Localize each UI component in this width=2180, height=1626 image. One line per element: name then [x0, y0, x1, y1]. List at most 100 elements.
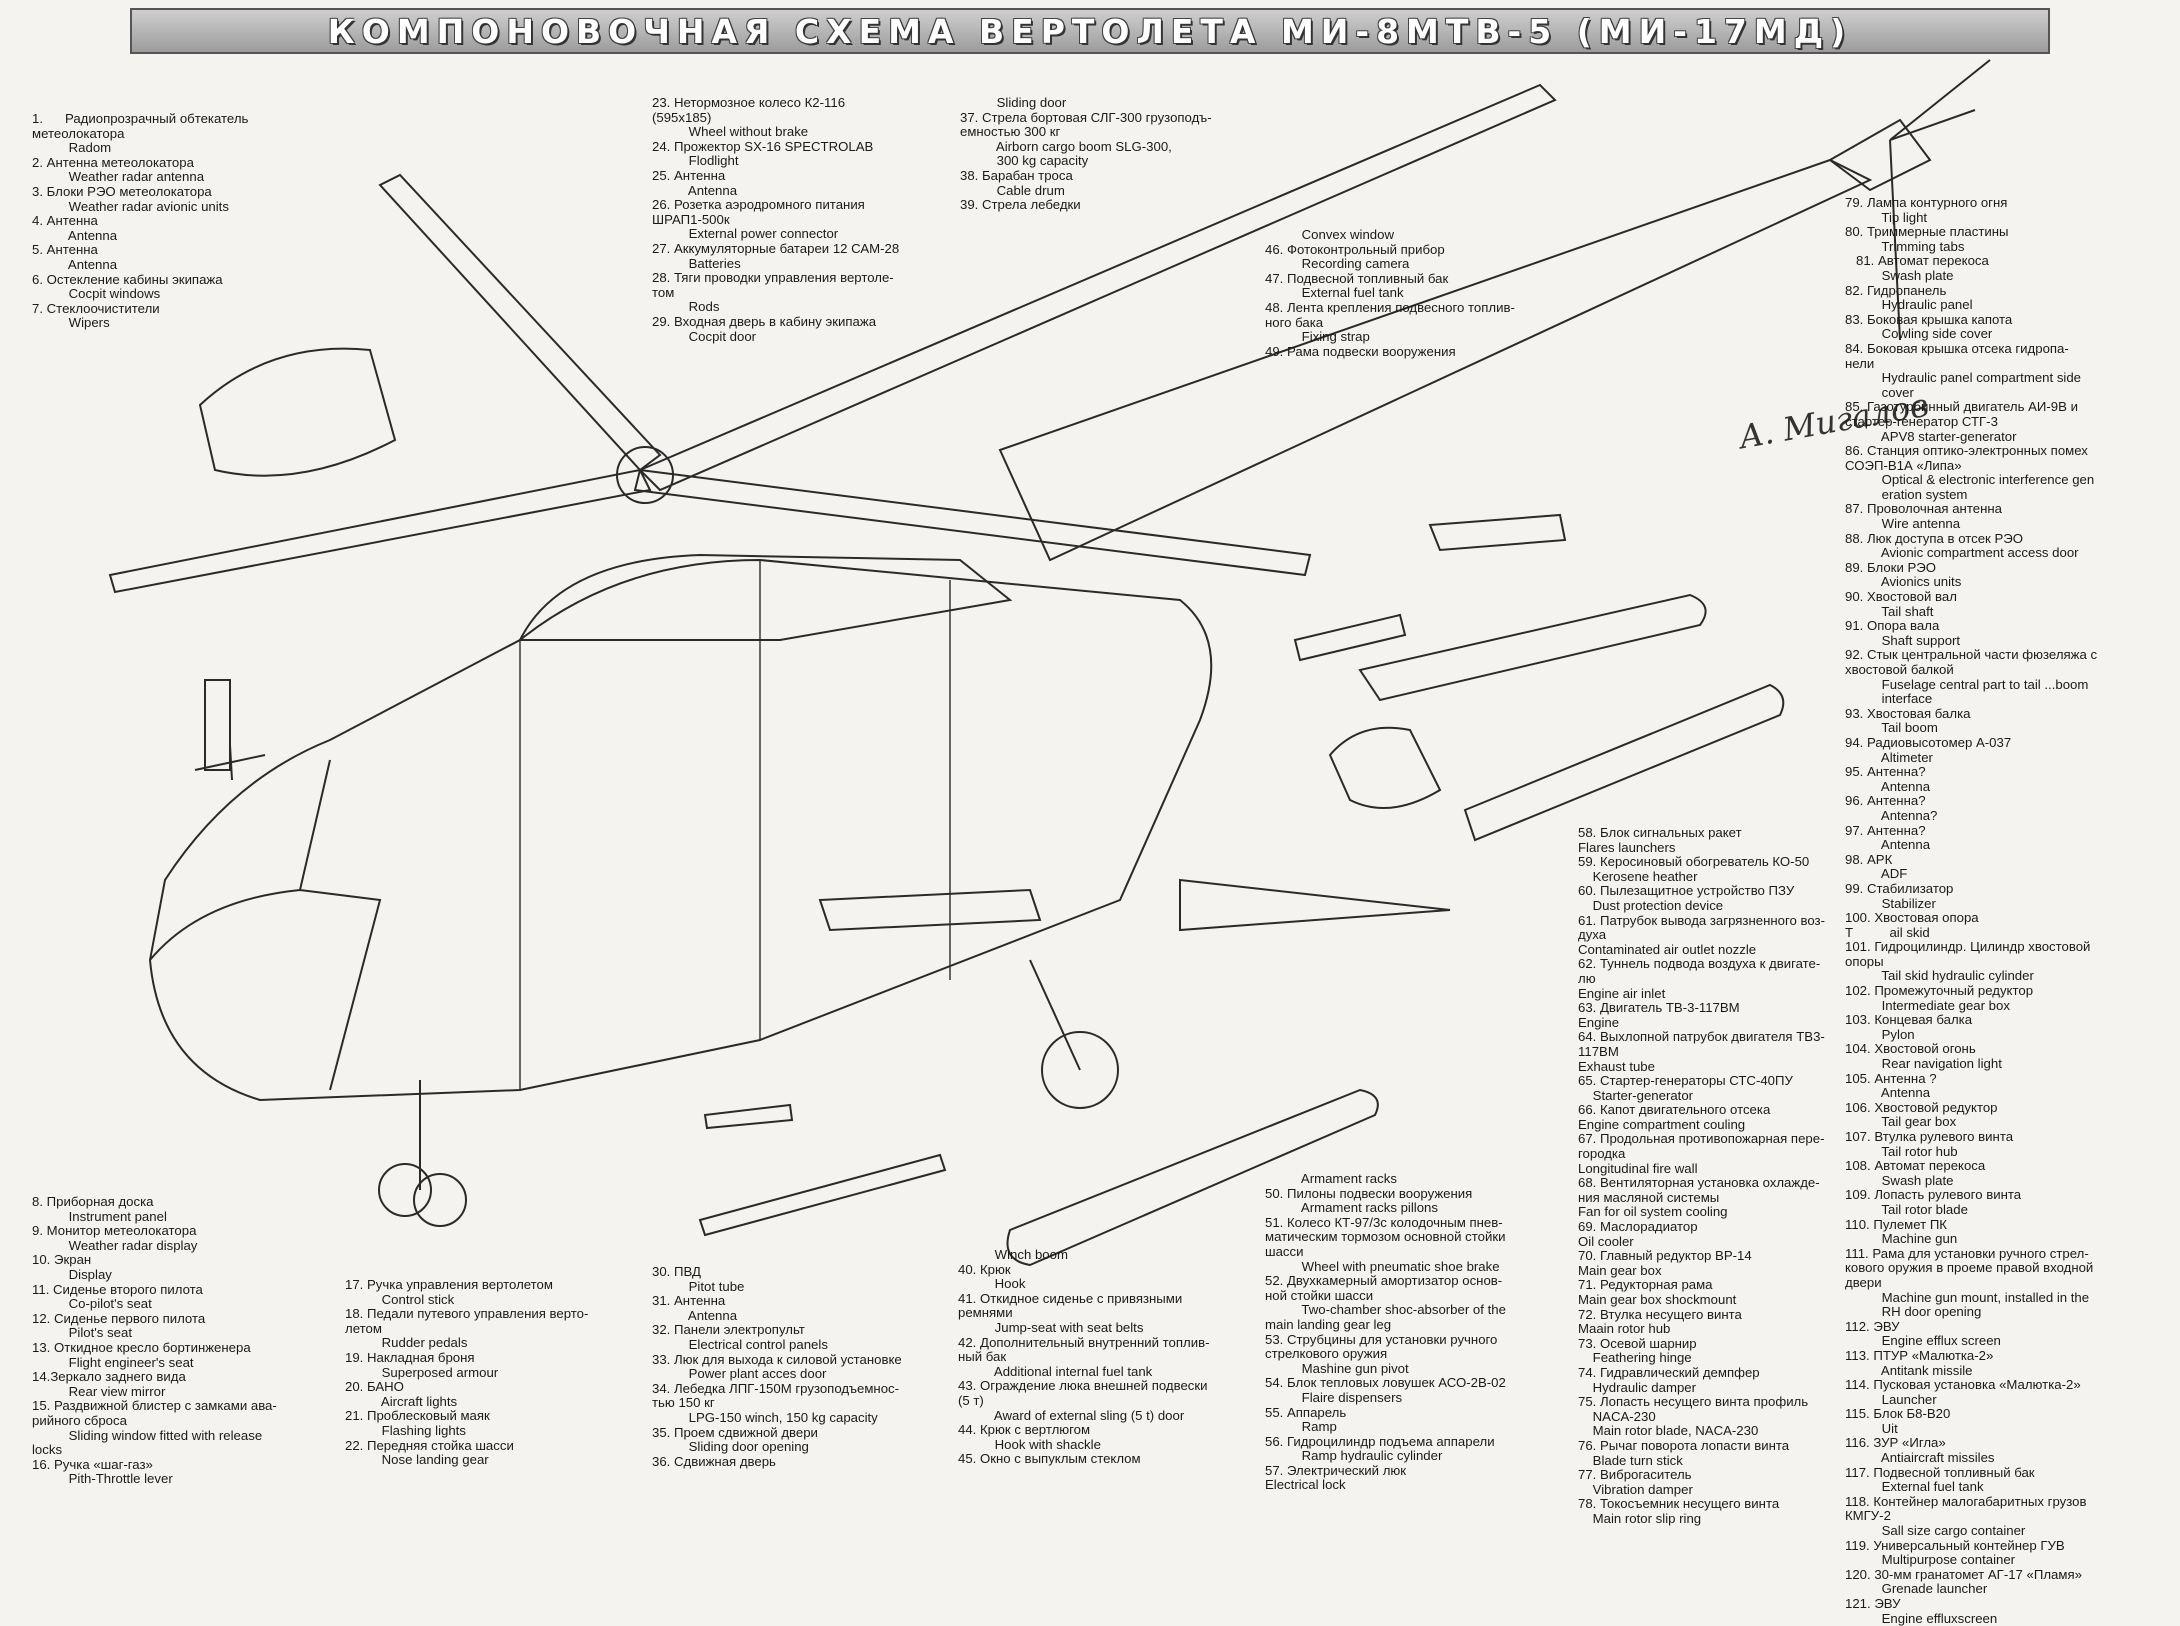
- legend-line: Weather radar antenna: [32, 169, 205, 185]
- legend-line: 41. Откидное сиденье с привязными: [958, 1290, 1183, 1306]
- legend-line: стрелкового оружия: [1265, 1346, 1388, 1362]
- legend-line: духа: [1578, 927, 1607, 943]
- legend-line: Sall size cargo container: [1845, 1523, 2026, 1539]
- legend-line: 54. Блок тепловых ловушек АСО-2В-02: [1265, 1375, 1506, 1391]
- legend-line: Sliding door: [960, 95, 1067, 110]
- legend-line: 77. Виброгаситель: [1578, 1467, 1692, 1483]
- legend-line: 106. Хвостовой редуктор: [1845, 1099, 1998, 1115]
- legend-line: Antenna: [652, 1307, 738, 1323]
- legend-line: 107. Втулка рулевого винта: [1845, 1129, 2014, 1144]
- legend-line: 57. Электрический люк: [1265, 1462, 1407, 1478]
- legend-line: Superposed armour: [345, 1364, 499, 1380]
- legend-line: 69. Маслорадиатор: [1578, 1219, 1698, 1235]
- legend-line: 300 kg capacity: [960, 153, 1089, 169]
- legend-line: 97. Антенна?: [1845, 822, 1926, 838]
- legend-line: стартер-генератор СТГ-3: [1845, 413, 1998, 429]
- legend-line: 109. Лопасть рулевого винта: [1845, 1187, 2022, 1203]
- legend-line: (595х185): [652, 109, 712, 125]
- legend-line: 66. Капот двигательного отсека: [1578, 1102, 1771, 1118]
- legend-line: 92. Стык центральной части фюзеляжа с: [1845, 647, 2098, 663]
- legend-line: 117ВМ: [1578, 1043, 1619, 1059]
- legend-line: 44. Крюк с вертлюгом: [958, 1422, 1091, 1438]
- legend-line: 3. Блоки РЭО метеолокатора: [32, 183, 212, 199]
- legend-line: 98. АРК: [1845, 851, 1893, 867]
- legend-line: Stabilizer: [1845, 895, 1936, 911]
- legend-line: 82. Гидропанель: [1845, 282, 1947, 298]
- legend-line: 61. Патрубок вывода загрязненного воз-: [1578, 912, 1825, 928]
- legend-line: 120. 30-мм гранатомет АГ-17 «Пламя»: [1845, 1566, 2082, 1582]
- legend-line: 70. Главный редуктор ВР-14: [1578, 1248, 1752, 1264]
- legend-line: 67. Продольная противопожарная пере-: [1578, 1131, 1825, 1147]
- legend-line: Rear navigation light: [1845, 1056, 2002, 1072]
- legend-line: 24. Прожектор SX-16 SPECTROLAB: [652, 138, 874, 154]
- legend-line: 9. Монитор метеолокатора: [32, 1223, 197, 1239]
- legend-line: Convex window: [1265, 227, 1394, 242]
- legend-line: 8. Приборная доска: [32, 1194, 154, 1209]
- cargo-container: [1463, 683, 1785, 842]
- legend-line: 43. Ограждение люка внешней подвески: [958, 1378, 1208, 1394]
- legend-line: емностью 300 кг: [960, 124, 1061, 140]
- legend-line: 111. Рама для установки ручного стрел-: [1845, 1245, 2089, 1261]
- legend-line: Tail shaft: [1845, 603, 1934, 619]
- legend-line: Wipers: [32, 315, 110, 331]
- legend-line: Ramp hydraulic cylinder: [1265, 1448, 1443, 1464]
- legend-line: 19. Накладная броня: [345, 1349, 475, 1365]
- legend-line: Wheel without brake: [652, 124, 809, 140]
- legend-line: 12. Сиденье первого пилота: [32, 1310, 206, 1326]
- legend-line: рийного сброса: [32, 1412, 127, 1428]
- legend-line: Intermediate gear box: [1845, 997, 2010, 1013]
- legend-line: Engine effluxscreen: [1845, 1610, 1998, 1626]
- legend-line: Swash plate: [1845, 267, 1954, 283]
- legend-line: 34. Лебедка ЛПГ-150М грузоподъемнос-: [652, 1380, 900, 1396]
- legend-line: ный бак: [958, 1349, 1007, 1365]
- legend-line: cover: [1845, 384, 1914, 400]
- legend-line: шасси: [1265, 1243, 1304, 1259]
- legend-line: Exhaust tube: [1578, 1058, 1655, 1074]
- legend-line: 89. Блоки РЭО: [1845, 559, 1937, 575]
- legend-line: Antenna: [32, 256, 118, 272]
- legend-line: Electrical control panels: [652, 1336, 828, 1352]
- legend-line: 62. Туннель подвода воздуха к двигате-: [1578, 956, 1821, 972]
- legend-line: Engine air inlet: [1578, 985, 1666, 1001]
- legend-line: Nose landing gear: [345, 1452, 489, 1468]
- legend-line: Display: [32, 1266, 112, 1282]
- legend-line: Instrument panel: [32, 1208, 167, 1224]
- legend-line: Flares launchers: [1578, 839, 1676, 855]
- legend-line: 25. Антенна: [652, 167, 726, 183]
- legend-line: Launcher: [1845, 1391, 1937, 1407]
- legend-line: Hook: [958, 1276, 1026, 1292]
- legend-line: 51. Колесо КТ-97/3с колодочным пнев-: [1265, 1214, 1503, 1230]
- legend-line: 118. Контейнер малогабаритных грузов: [1845, 1493, 2087, 1509]
- legend-line: Sliding door opening: [652, 1439, 809, 1455]
- external-fuel-tank: [1358, 593, 1707, 702]
- legend-line: Starter-generator: [1578, 1087, 1694, 1103]
- legend-line: 21. Проблесковый маяк: [345, 1408, 490, 1424]
- legend-line: Antenna: [1845, 778, 1931, 794]
- legend-line: 1. Радиопрозрачный обтекатель: [32, 111, 249, 126]
- legend-line: 58. Блок сигнальных ракет: [1578, 825, 1742, 840]
- legend-line: Jump-seat with seat belts: [958, 1319, 1144, 1335]
- legend-line: main landing gear leg: [1265, 1316, 1392, 1332]
- legend-line: 90. Хвостовой вал: [1845, 589, 1957, 605]
- legend-line: Two-chamber shoc-absorber of the: [1265, 1302, 1506, 1318]
- legend-line: 26. Розетка аэродромного питания: [652, 197, 865, 213]
- legend-line: Multipurpose container: [1845, 1552, 2016, 1568]
- legend-line: Maain rotor hub: [1578, 1321, 1671, 1337]
- legend-line: Engine: [1578, 1014, 1620, 1030]
- legend-line: Antenna: [32, 227, 118, 243]
- legend-line: 49. Рама подвески вооружения: [1265, 343, 1456, 359]
- legend-line: Additional internal fuel tank: [958, 1363, 1153, 1379]
- legend-line: Rods: [652, 299, 720, 315]
- legend-line: Tail skid hydraulic cylinder: [1845, 968, 2034, 984]
- legend-line: 87. Проволочная антенна: [1845, 501, 2002, 517]
- legend-line: Wheel with pneumatic shoe brake: [1265, 1258, 1500, 1274]
- legend-line: Dust protection device: [1578, 897, 1724, 913]
- legend-line: Machine gun: [1845, 1231, 1958, 1247]
- legend-line: 27. Аккумуляторные батареи 12 САМ-28: [652, 240, 900, 256]
- legend-line: Avionics units: [1845, 574, 1962, 590]
- legend-line: Oil cooler: [1578, 1233, 1634, 1249]
- legend-line: 45. Окно с выпуклым стеклом: [958, 1451, 1141, 1467]
